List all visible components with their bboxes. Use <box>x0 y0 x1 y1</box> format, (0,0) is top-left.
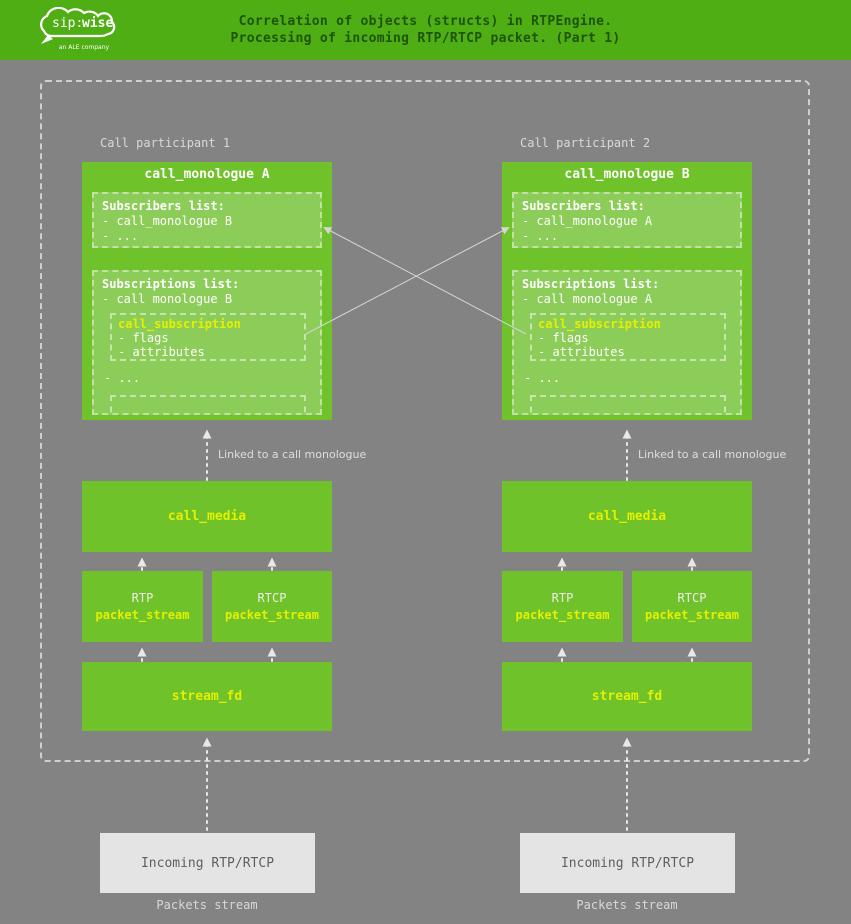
call-subscription-box: call_subscription - flags - attributes <box>110 313 306 361</box>
subscriber-item: - ... <box>522 229 559 243</box>
stream-proto-label: RTP <box>131 591 154 605</box>
subscribers-title: Subscribers list: <box>522 199 645 213</box>
subscriptions-title: Subscriptions list: <box>522 277 660 291</box>
packet-stream-label: packet_stream <box>515 608 610 622</box>
call-subscription-title: call_subscription <box>118 317 241 331</box>
logo-subtext: an ALE company <box>59 44 110 51</box>
stream-fd-label: stream_fd <box>591 689 663 704</box>
stream-proto-label: RTP <box>551 591 574 605</box>
subscribers-title: Subscribers list: <box>102 199 225 213</box>
incoming-packets-label: Incoming RTP/RTCP <box>560 855 695 871</box>
packets-stream-label: Packets stream <box>576 898 678 912</box>
call-media-box: call_media <box>502 481 752 552</box>
call-subscription-attr: - flags <box>118 331 169 345</box>
page-title-line1: Correlation of objects (structs) in RTPE… <box>238 14 613 29</box>
subscription-item: - call monologue A <box>522 292 653 306</box>
more-subscriptions-item: - ... <box>104 371 141 385</box>
packet-stream-box-rtcp: RTCP packet_stream <box>632 571 752 642</box>
subscriber-item: - call_monologue A <box>522 214 653 228</box>
packet-stream-label: packet_stream <box>645 608 739 622</box>
subscription-item: - call monologue B <box>102 292 233 306</box>
participant-label: Call participant 2 <box>520 136 651 150</box>
call-subscription-attr: - attributes <box>538 345 625 359</box>
packet-stream-label: packet_stream <box>95 608 190 622</box>
stream-fd-box: stream_fd <box>82 662 332 731</box>
monologue-title: call_monologue A <box>144 167 270 182</box>
call-subscription-attr: - attributes <box>118 345 205 359</box>
incoming-packets-box: Incoming RTP/RTCP <box>100 833 315 893</box>
monologue-title: call_monologue B <box>564 167 690 182</box>
packet-stream-box-rtp: RTP packet_stream <box>82 571 203 642</box>
truncated-subscription-box <box>530 395 726 413</box>
call-subscription-attr: - flags <box>538 331 589 345</box>
logo-cloud-tail <box>41 35 53 44</box>
call-subscription-box: call_subscription - flags - attributes <box>530 313 726 361</box>
sipwise-logo: sip: wise an ALE company <box>40 7 116 51</box>
more-subscriptions-item: - ... <box>524 371 561 385</box>
linked-to-monologue-label: Linked to a call monologue <box>638 448 787 461</box>
participant-column-1: Call participant 1 call_monologue A Subs… <box>82 130 366 920</box>
logo-cloud-outline <box>40 7 116 38</box>
packet-stream-box-rtcp: RTCP packet_stream <box>212 571 332 642</box>
participant-label: Call participant 1 <box>100 136 231 150</box>
call-monologue-box: call_monologue A Subscribers list: - cal… <box>82 162 332 420</box>
subscriber-item: - call_monologue B <box>102 214 233 228</box>
call-media-box: call_media <box>82 481 332 552</box>
subscriptions-list-box: Subscriptions list: - call monologue B c… <box>92 270 322 415</box>
subscriber-item: - ... <box>102 229 139 243</box>
subscriptions-list-box: Subscriptions list: - call monologue A c… <box>512 270 742 415</box>
packet-stream-box-rtp: RTP packet_stream <box>502 571 623 642</box>
truncated-subscription-box <box>110 395 306 413</box>
subscriptions-title: Subscriptions list: <box>102 277 240 291</box>
stream-proto-label: RTCP <box>677 591 707 605</box>
packet-stream-label: packet_stream <box>225 608 319 622</box>
incoming-packets-label: Incoming RTP/RTCP <box>140 855 275 871</box>
linked-to-monologue-label: Linked to a call monologue <box>218 448 367 461</box>
subscribers-list-box: Subscribers list: - call_monologue B - .… <box>92 192 322 248</box>
packets-stream-label: Packets stream <box>156 898 258 912</box>
diagram-dashed-container <box>40 80 810 762</box>
page-title-line2: Processing of incoming RTP/RTCP packet. … <box>230 31 621 46</box>
stream-proto-label: RTCP <box>257 591 287 605</box>
subscribers-list-box: Subscribers list: - call_monologue A - .… <box>512 192 742 248</box>
call-media-label: call_media <box>167 509 247 524</box>
header-bar: sip: wise an ALE company Correlation of … <box>0 0 851 60</box>
stream-fd-box: stream_fd <box>502 662 752 731</box>
logo-text-sip: sip: <box>52 16 83 31</box>
participant-column-2: Call participant 2 call_monologue B Subs… <box>502 130 786 920</box>
logo-text-wise: wise <box>82 16 113 31</box>
call-media-label: call_media <box>587 509 667 524</box>
call-monologue-box: call_monologue B Subscribers list: - cal… <box>502 162 752 420</box>
stream-fd-label: stream_fd <box>171 689 243 704</box>
incoming-packets-box: Incoming RTP/RTCP <box>520 833 735 893</box>
call-subscription-title: call_subscription <box>538 317 661 331</box>
